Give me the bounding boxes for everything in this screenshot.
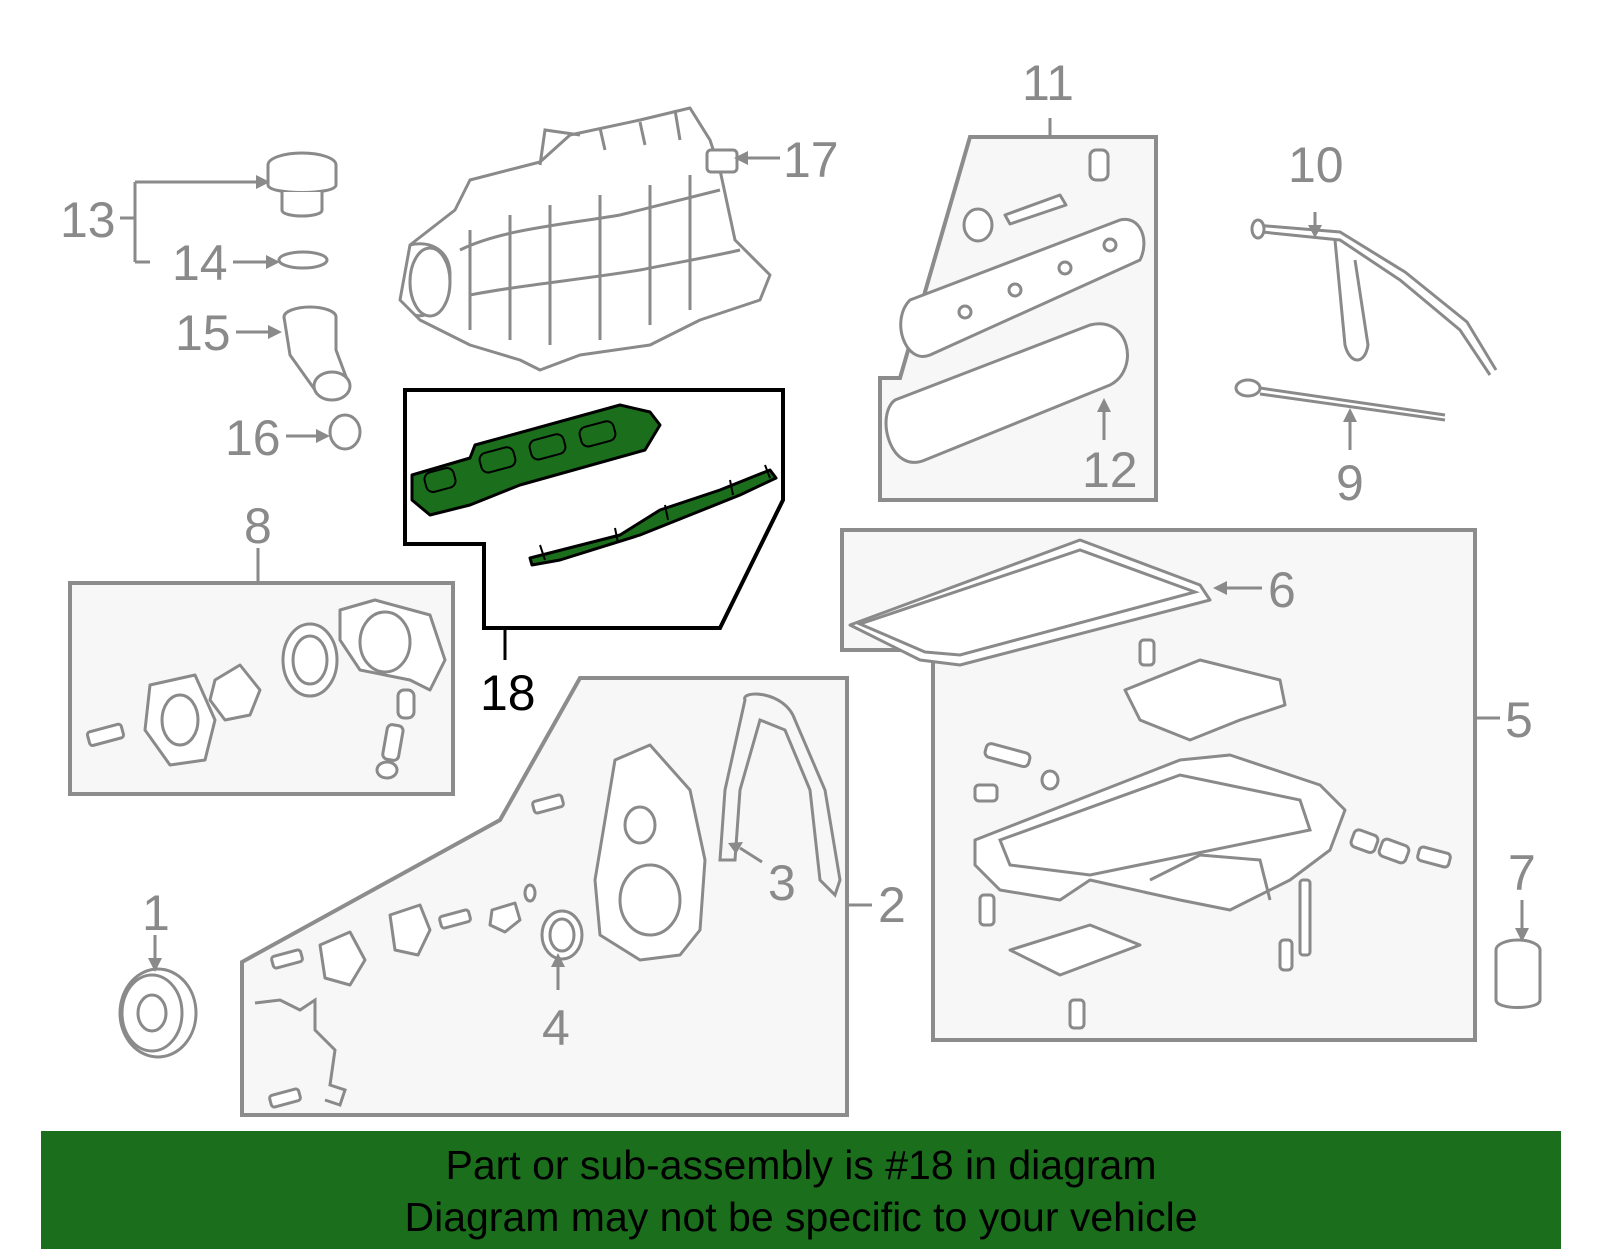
- callout-15: 15: [175, 305, 231, 361]
- harmonic-balancer-part: [118, 967, 198, 1059]
- intake-manifold-part: [398, 106, 772, 372]
- timing-cover-parts: [254, 692, 842, 1109]
- callout-17: 17: [783, 132, 839, 188]
- banner-line-part-number: Part or sub-assembly is #18 in diagram: [445, 1142, 1157, 1188]
- oil-pan-parts: [848, 538, 1452, 1030]
- callout-16: 16: [225, 410, 281, 466]
- leader-lines: [120, 118, 1529, 990]
- callout-12: 12: [1082, 442, 1138, 498]
- callout-14: 14: [172, 235, 228, 291]
- dipstick-tube-part: [1250, 218, 1498, 376]
- callout-13: 13: [60, 192, 116, 248]
- oil-filler-tube-part: [282, 305, 352, 402]
- callout-11: 11: [1022, 55, 1074, 111]
- intake-manifold-gasket-part[interactable]: [410, 403, 778, 567]
- callout-18[interactable]: 18: [480, 665, 536, 721]
- filler-o-ring-part: [277, 250, 329, 270]
- dipstick-part: [1234, 378, 1446, 422]
- callout-6: 6: [1268, 562, 1296, 618]
- callout-4: 4: [542, 1000, 570, 1056]
- valve-cover-gasket-part: [884, 322, 1129, 464]
- callout-1: 1: [142, 885, 170, 941]
- oil-filter-part: [1494, 938, 1542, 1009]
- callout-8: 8: [244, 498, 272, 554]
- oil-pump-parts: [85, 598, 447, 780]
- banner-line-disclaimer: Diagram may not be specific to your vehi…: [404, 1194, 1198, 1240]
- callout-5: 5: [1505, 692, 1533, 748]
- oil-pan-gasket-part: [848, 538, 1212, 667]
- callout-10: 10: [1288, 137, 1344, 193]
- callout-7: 7: [1508, 845, 1536, 901]
- info-banner: Part or sub-assembly is #18 in diagram D…: [41, 1131, 1561, 1249]
- group-box-2: [240, 676, 849, 1117]
- callout-3: 3: [768, 855, 796, 911]
- callout-9: 9: [1336, 455, 1364, 511]
- oil-filler-cap-part: [266, 151, 338, 218]
- valve-cover-part: [899, 148, 1146, 358]
- tube-seal-part: [328, 413, 362, 451]
- callout-2: 2: [878, 877, 906, 933]
